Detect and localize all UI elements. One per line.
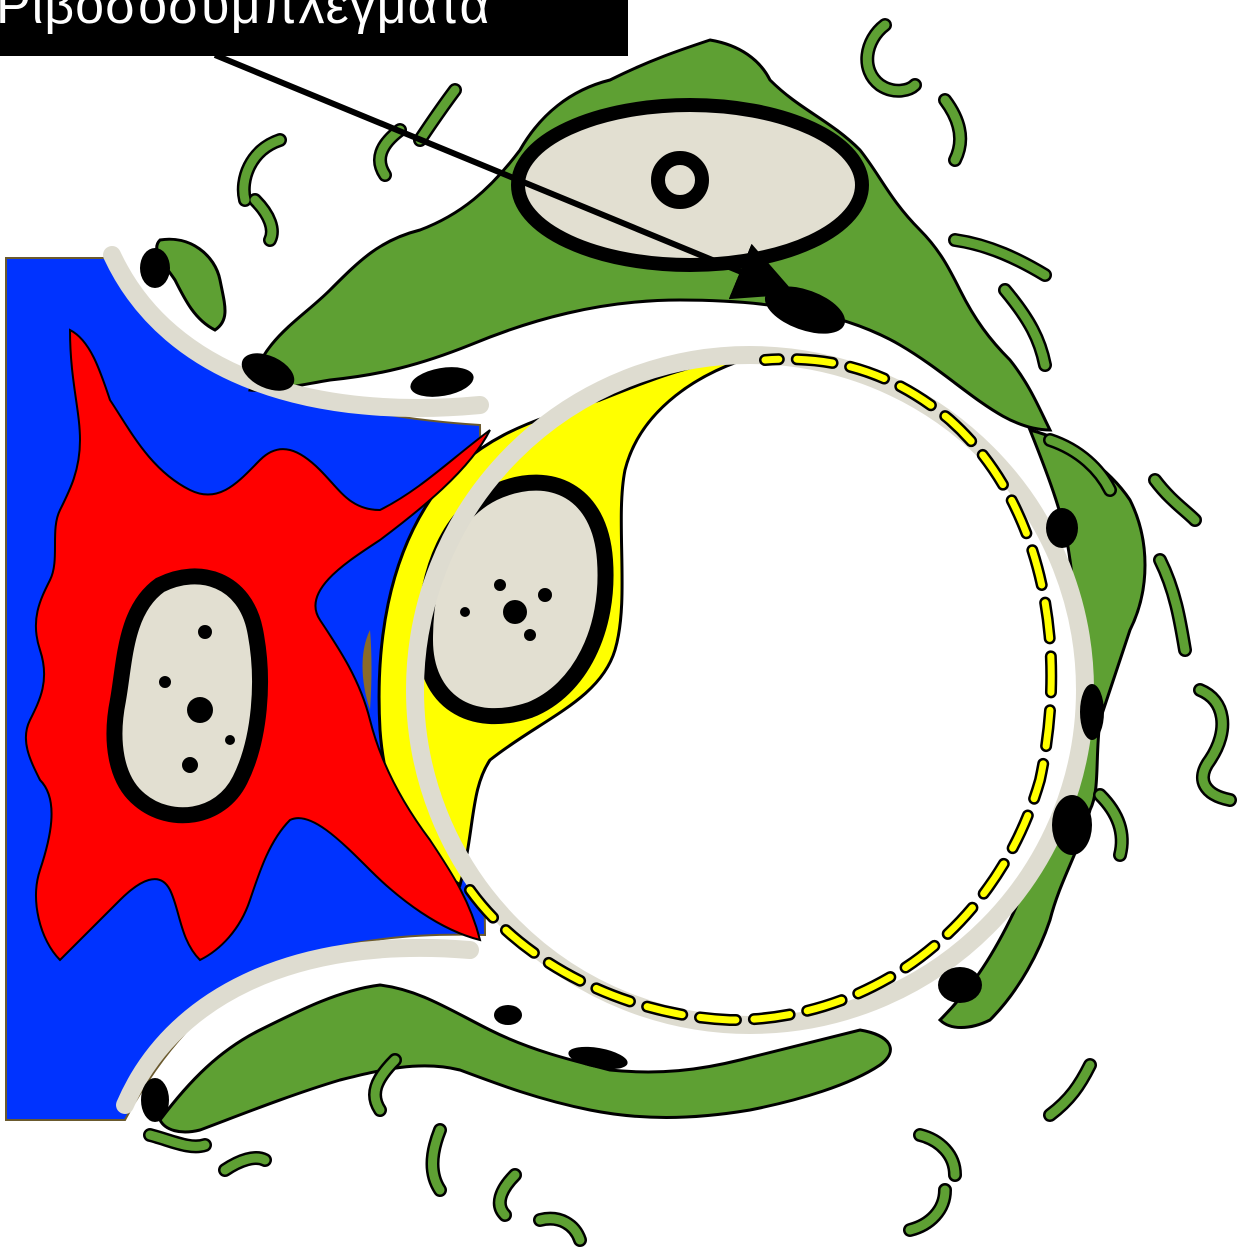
ribosome-label: Ριβοσοσυμπλέγματα: [0, 0, 491, 36]
label-box: Ριβοσοσυμπλέγματα: [0, 0, 628, 56]
yellow-nucleus: [425, 483, 606, 717]
green-cell-upper-left: [157, 239, 225, 330]
red-nucleus: [114, 576, 260, 815]
upper-nucleolus: [658, 158, 702, 202]
